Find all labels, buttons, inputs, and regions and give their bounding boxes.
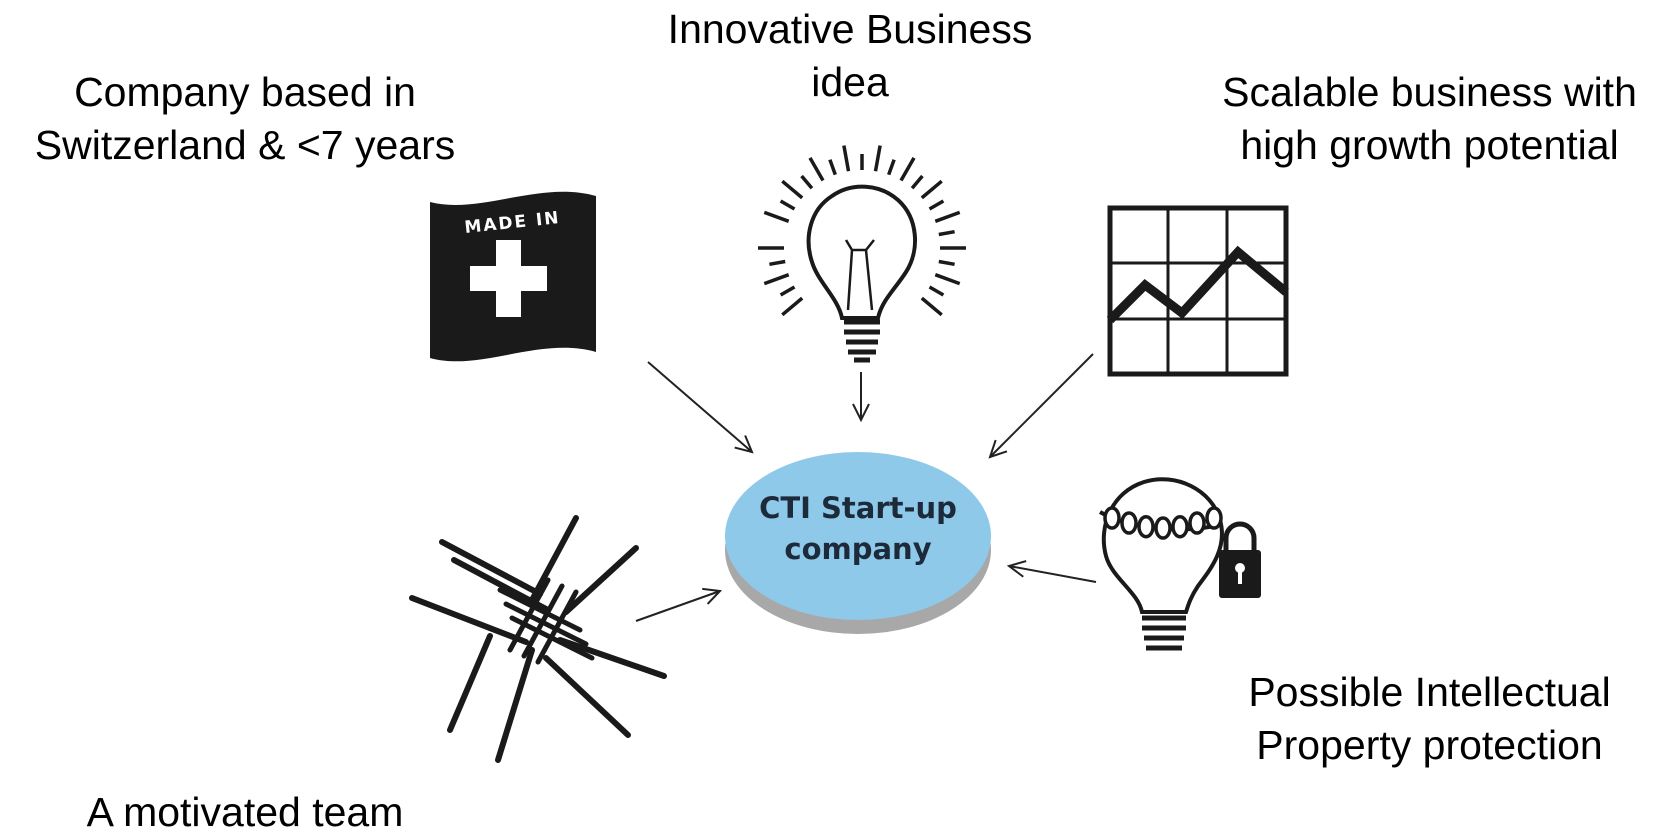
light-ray	[781, 179, 804, 200]
center-node: CTI Start-up company	[725, 452, 991, 634]
light-ray	[763, 273, 790, 286]
label-line: A motivated team	[86, 789, 404, 835]
label-line: Switzerland & <7 years	[34, 122, 456, 168]
chain-link	[1171, 514, 1189, 539]
light-ray	[779, 285, 796, 297]
arrow-from-scalable	[990, 353, 1094, 457]
clasped-fingers	[497, 577, 595, 665]
light-ray	[808, 157, 825, 182]
light-rays	[758, 145, 966, 317]
light-ray	[920, 296, 943, 317]
label-line: Scalable business with	[1222, 69, 1637, 115]
center-node-label: company	[784, 532, 931, 566]
label-idea-criterion: Innovative Business idea	[600, 3, 1100, 109]
chain-link	[1120, 511, 1138, 535]
light-ray	[828, 159, 837, 176]
arrow-from-ip	[1009, 566, 1097, 583]
light-ray	[928, 285, 945, 297]
light-ray	[769, 259, 786, 267]
light-ray	[934, 273, 961, 286]
light-ray	[920, 179, 943, 200]
arm-bottom-right	[543, 637, 667, 738]
joined-hands-icon	[409, 515, 667, 763]
light-ray	[910, 174, 924, 190]
label-switzerland-criterion: Company based in Switzerland & <7 years	[0, 66, 490, 172]
chain-links	[1103, 506, 1223, 540]
chain-link	[1188, 511, 1206, 535]
light-ray	[887, 159, 896, 176]
light-ray	[781, 296, 804, 317]
arrow-from-switzerland	[647, 361, 752, 452]
lightbulb-icon	[758, 145, 966, 363]
arm-bottom-left	[409, 595, 535, 763]
center-node-label: CTI Start-up	[759, 491, 957, 525]
arrow-from-team	[635, 591, 720, 622]
label-line: Company based in	[74, 69, 416, 115]
chain-link	[1205, 506, 1223, 530]
light-ray	[800, 174, 814, 190]
center-node-top	[725, 452, 991, 620]
light-ray	[928, 199, 945, 211]
light-ray	[938, 229, 955, 237]
label-line: Possible Intellectual	[1248, 669, 1611, 715]
light-ray	[934, 210, 961, 223]
locked-bulb-icon	[1098, 477, 1261, 651]
label-line: Property protection	[1256, 722, 1603, 768]
label-line: high growth potential	[1240, 122, 1619, 168]
label-line: idea	[811, 59, 889, 105]
chain-link	[1154, 516, 1172, 540]
label-scalable-criterion: Scalable business with high growth poten…	[1190, 66, 1669, 172]
label-line: Innovative Business	[667, 6, 1033, 52]
label-ip-criterion: Possible Intellectual Property protectio…	[1190, 666, 1669, 772]
swiss-flag-icon: MADE IN	[430, 191, 596, 362]
arm-top-right	[529, 515, 639, 615]
chain-link	[1137, 514, 1155, 539]
light-ray	[779, 199, 796, 211]
light-ray	[938, 259, 955, 267]
light-ray	[842, 145, 851, 172]
light-ray	[763, 210, 790, 223]
light-ray	[873, 145, 882, 172]
label-team-criterion: A motivated team	[30, 786, 460, 839]
light-ray	[899, 157, 916, 182]
chain-link	[1103, 506, 1121, 530]
growth-chart-icon	[1106, 205, 1289, 377]
